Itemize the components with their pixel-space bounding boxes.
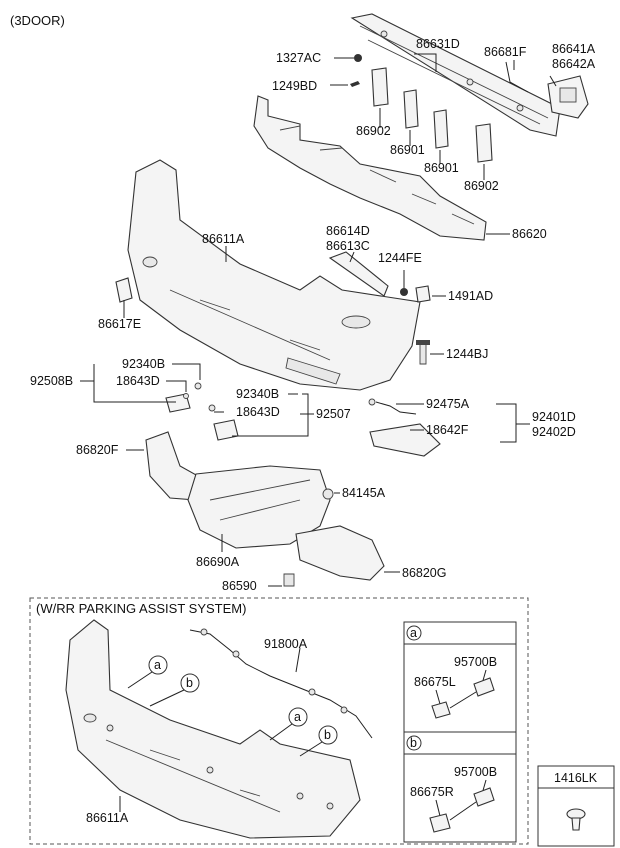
label-92340b-a: 92340B xyxy=(122,357,165,371)
detail-b-letter: b xyxy=(410,736,417,750)
label-92340b-b: 92340B xyxy=(236,387,279,401)
lamp-92507 xyxy=(208,404,239,441)
parking-bumper-cover xyxy=(65,619,361,839)
callout-b-lower: b xyxy=(299,725,338,757)
part-labels: 86631D 1327AC 1249BD 86681F 86641A 86642… xyxy=(30,37,596,593)
bracket-86902-right xyxy=(475,123,493,163)
label-86901-left: 86901 xyxy=(390,143,425,157)
lamp-92508b xyxy=(165,382,202,413)
label-92401d: 92401D xyxy=(532,410,576,424)
label-92475a: 92475A xyxy=(426,397,470,411)
bracket-86617e xyxy=(115,277,133,303)
bracket-86902-left xyxy=(371,67,389,107)
push-clip-icon xyxy=(566,808,586,831)
label-86590: 86590 xyxy=(222,579,257,593)
sensor-a-icon xyxy=(431,677,495,719)
label-84145a: 84145A xyxy=(342,486,386,500)
label-91800a: 91800A xyxy=(264,637,308,651)
fastener-box: 1416LK xyxy=(537,765,615,847)
label-86611a: 86611A xyxy=(202,232,245,246)
bolt-1249bd xyxy=(350,81,360,87)
label-86642a: 86642A xyxy=(552,57,596,71)
label-1244fe: 1244FE xyxy=(378,251,422,265)
label-95700b-a: 95700B xyxy=(454,655,497,669)
parking-assist-frame xyxy=(29,597,529,845)
reflector-92401d xyxy=(368,398,441,457)
label-86820g: 86820G xyxy=(402,566,446,580)
leader-91800a xyxy=(295,647,301,673)
label-86902-right: 86902 xyxy=(464,179,499,193)
bracket-86614d xyxy=(328,251,389,297)
clip-1491ad xyxy=(415,285,431,303)
svg-text:b: b xyxy=(186,676,193,690)
svg-text:a: a xyxy=(294,710,301,724)
callout-a-upper: a xyxy=(127,655,168,689)
wire-86681f xyxy=(505,61,529,93)
nut-84145a xyxy=(322,488,334,500)
label-86620: 86620 xyxy=(512,227,547,241)
bracket-86901-left xyxy=(403,89,419,129)
svg-text:b: b xyxy=(324,728,331,742)
detail-a-letter: a xyxy=(410,626,417,640)
label-1491ad: 1491AD xyxy=(448,289,493,303)
callout-a-lower: a xyxy=(269,707,308,741)
label-86675r: 86675R xyxy=(410,785,454,799)
label-86613c: 86613C xyxy=(326,239,370,253)
label-1244bj: 1244BJ xyxy=(446,347,488,361)
energy-absorber xyxy=(253,95,487,241)
undercover-86820f xyxy=(145,431,199,501)
undercover-86820g xyxy=(295,525,385,581)
leader-lines xyxy=(80,53,557,587)
label-86631d: 86631D xyxy=(416,37,460,51)
bolt-1244bj xyxy=(416,340,430,365)
sensor-b-icon xyxy=(429,787,495,833)
label-92508b: 92508B xyxy=(30,374,73,388)
label-92507: 92507 xyxy=(316,407,351,421)
bumper-back-beam xyxy=(350,13,561,137)
bracket-86901-right xyxy=(433,109,449,149)
detail-box-b: b 95700B 86675R xyxy=(403,731,517,843)
label-95700b-b: 95700B xyxy=(454,765,497,779)
label-1416lk: 1416LK xyxy=(554,771,598,785)
label-86675l: 86675L xyxy=(414,675,456,689)
label-86690a: 86690A xyxy=(196,555,240,569)
label-86901-right: 86901 xyxy=(424,161,459,175)
parking-wiring-91800a xyxy=(189,628,373,739)
label-1249bd: 1249BD xyxy=(272,79,317,93)
variant-label: (3DOOR) xyxy=(10,13,65,28)
label-18643d-b: 18643D xyxy=(236,405,280,419)
label-92402d: 92402D xyxy=(532,425,576,439)
rear-bumper-cover xyxy=(127,159,421,391)
callout-b-upper: b xyxy=(149,673,200,707)
label-86641a: 86641A xyxy=(552,42,596,56)
parking-assist-title: (W/RR PARKING ASSIST SYSTEM) xyxy=(36,601,246,616)
label-86611a-parking: 86611A xyxy=(86,811,129,825)
label-18642f: 18642F xyxy=(426,423,469,437)
bumper-bracket-86641a xyxy=(547,75,589,119)
label-86681f: 86681F xyxy=(484,45,527,59)
bolt-1244fe xyxy=(400,288,408,296)
label-86902-left: 86902 xyxy=(356,124,391,138)
clip-86590 xyxy=(283,573,295,587)
label-86614d: 86614D xyxy=(326,224,370,238)
label-18643d-a: 18643D xyxy=(116,374,160,388)
detail-box-a: a 95700B 86675L xyxy=(403,621,517,733)
label-86617e: 86617E xyxy=(98,317,141,331)
label-1327ac: 1327AC xyxy=(276,51,321,65)
label-86820f: 86820F xyxy=(76,443,119,457)
nut-1327ac xyxy=(354,54,362,62)
svg-text:a: a xyxy=(154,658,161,672)
